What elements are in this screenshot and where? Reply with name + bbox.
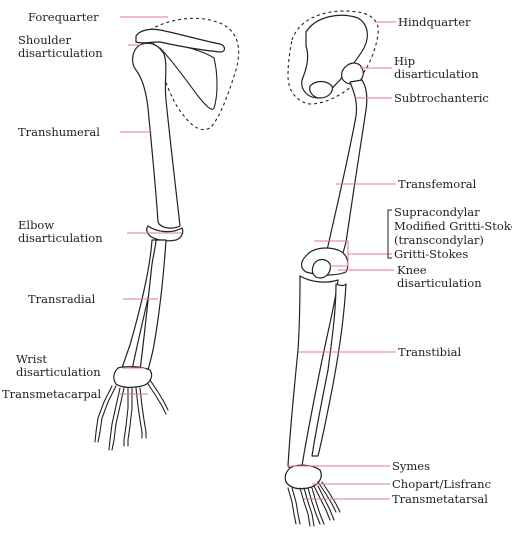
label-elbow-disarticulation: Elbow disarticulation (18, 218, 103, 245)
label-chopart-lisfranc: Chopart/Lisfranc (392, 477, 492, 491)
label-forequarter: Forequarter (28, 10, 99, 24)
arm-skeleton (94, 17, 240, 451)
humerus (132, 42, 181, 229)
foot-bones (291, 481, 337, 527)
scapula-blade (159, 43, 218, 110)
label-knee-disarticulation: Knee disarticulation (397, 263, 482, 290)
finger-bones (97, 383, 167, 451)
foot-bones-outline (287, 481, 341, 527)
label-wrist-disarticulation: Wrist disarticulation (16, 352, 101, 379)
label-transtibial: Transtibial (398, 345, 462, 359)
finger-bones-outline (94, 379, 169, 451)
label-transmetatarsal: Transmetatarsal (392, 492, 488, 506)
scapula-outline (149, 17, 240, 130)
leader-lines (118, 16, 396, 500)
leg-skeleton (284, 10, 379, 527)
label-transfemoral: Transfemoral (398, 177, 477, 191)
lower-label-bracket (387, 209, 392, 259)
pelvis-bone (301, 14, 368, 99)
clavicle (135, 28, 226, 53)
label-subtrochanteric: Subtrochanteric (394, 91, 489, 105)
label-supracondylar: Supracondylar (394, 205, 480, 219)
leader-supracondylar-bracket (314, 240, 392, 267)
label-shoulder-disarticulation: Shoulder disarticulation (18, 33, 103, 60)
label-transcondylar: (transcondylar) (394, 233, 484, 247)
fibula (311, 283, 347, 457)
label-transhumeral: Transhumeral (18, 125, 100, 139)
obturator-foramen (309, 80, 333, 99)
label-gritti-stokes: Gritti-Stokes (394, 247, 469, 261)
label-transradial: Transradial (28, 292, 96, 306)
carpal-bones (113, 366, 153, 388)
ankle-bones (284, 464, 322, 490)
label-transmetacarpal: Transmetacarpal (2, 387, 102, 401)
label-hindquarter: Hindquarter (398, 15, 471, 29)
label-symes: Symes (392, 459, 430, 473)
femur (323, 79, 368, 265)
femoral-head (341, 62, 364, 85)
label-modified-gritti-stokes: Modified Gritti-Stokes (394, 219, 512, 233)
label-hip-disarticulation: Hip disarticulation (394, 54, 479, 81)
patella (311, 258, 331, 279)
